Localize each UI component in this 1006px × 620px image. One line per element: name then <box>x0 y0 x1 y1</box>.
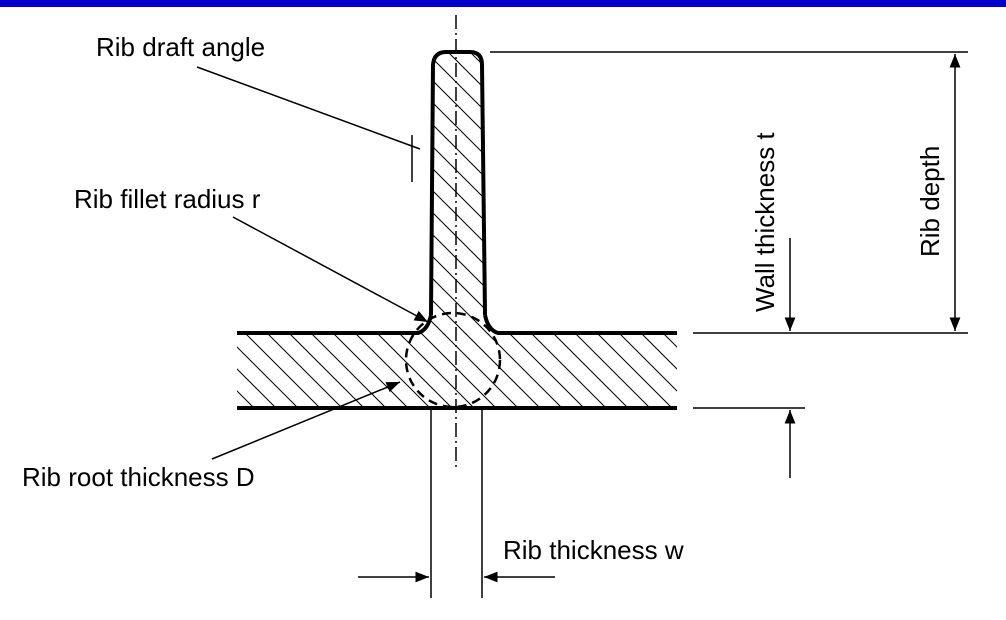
wall-top-left-line <box>237 314 433 335</box>
root-thickness-leader <box>211 381 401 460</box>
wall-hatch <box>237 333 677 408</box>
rib-outline <box>429 50 487 316</box>
rib-depth-label: Rib depth <box>915 145 945 257</box>
rib-thickness-label: Rib thickness w <box>503 535 684 565</box>
rib-root-thickness-label: Rib root thickness D <box>22 462 255 492</box>
top-bar <box>0 0 1006 7</box>
rib-fillet-radius-label: Rib fillet radius r <box>74 184 261 214</box>
root-thickness-circle <box>404 311 502 409</box>
wall-thickness-label: Wall thickness t <box>750 132 780 312</box>
fillet-radius-leader <box>232 216 429 323</box>
wall-top-right-line <box>483 314 677 335</box>
draft-angle-leader <box>196 66 421 150</box>
rib-draft-angle-label: Rib draft angle <box>96 32 266 62</box>
